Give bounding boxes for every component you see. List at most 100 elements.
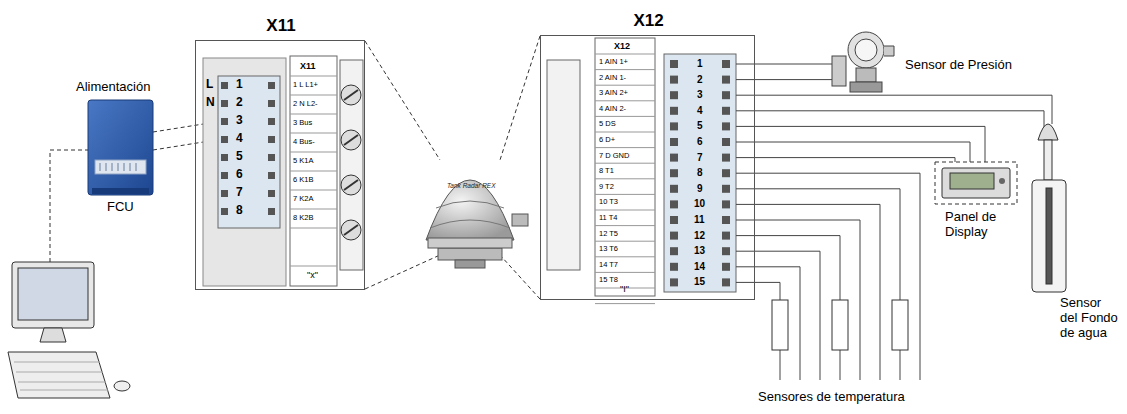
terminal-block-x11 (290, 56, 337, 286)
table-grid (595, 163, 655, 164)
pin-name: 14 T7 (599, 261, 618, 270)
pin-name: 9 T2 (599, 183, 614, 192)
computer-icon (12, 262, 94, 328)
terminal-block: X12 (540, 35, 755, 300)
signal-wire (736, 126, 985, 168)
pin-name: 5 DS (599, 120, 616, 129)
terminal-square (670, 232, 678, 240)
caption-label: Alimentación (76, 80, 150, 95)
display-panel (950, 173, 994, 189)
terminal-screw (341, 220, 361, 240)
terminal-screw (344, 180, 358, 190)
computer-icon (114, 381, 130, 391)
terminal-square (221, 172, 228, 179)
display-panel (942, 168, 1010, 198)
terminal-square (722, 60, 730, 68)
terminal-square (722, 200, 730, 208)
signal-wire (736, 64, 1052, 380)
block-title: X12 (633, 11, 663, 31)
terminal-square (722, 247, 730, 255)
terminal-square (722, 232, 730, 240)
computer-icon (18, 268, 88, 320)
pin-number: 15 (694, 276, 705, 288)
computer-icon (8, 262, 130, 398)
terminal-screw (341, 85, 573, 240)
caption-label: Sensor del Fondo de agua (1060, 296, 1122, 341)
terminal-square (221, 82, 228, 89)
terminal-square (722, 216, 730, 224)
pin-name: "x" (307, 270, 318, 280)
terminal-square (221, 136, 228, 143)
terminal-square (670, 91, 678, 99)
temperature-sensor (772, 300, 908, 350)
signal-wire (736, 95, 1052, 124)
terminal-square (221, 208, 228, 215)
table-grid (595, 116, 655, 117)
display-panel (935, 162, 1017, 204)
terminal-square (722, 107, 730, 115)
pin-name: 4 Bus- (293, 138, 315, 147)
terminal-screw (344, 225, 358, 235)
pin-name: 4 AIN 2- (599, 105, 626, 114)
terminal-square (670, 216, 678, 224)
table-grid (595, 132, 655, 133)
terminal-square (670, 107, 678, 115)
pin-name: 3 AIN 2+ (599, 89, 628, 98)
terminal-square (670, 76, 678, 84)
terminal-screw (341, 85, 361, 105)
terminal-square (670, 263, 678, 271)
pin-name: 11 T4 (599, 214, 618, 223)
computer-icon (14, 362, 108, 390)
fcu-unit (92, 188, 149, 194)
caption-label: Sensores de temperatura (758, 390, 905, 405)
pin-number: 13 (694, 245, 705, 257)
pin-name: 8 T1 (599, 167, 614, 176)
terminal-square (221, 82, 275, 215)
terminal-square (221, 190, 228, 197)
temperature-sensor (832, 300, 848, 350)
pin-name: 2 N L2- (293, 100, 318, 109)
pin-name: X11 (300, 61, 316, 71)
signal-wire (736, 79, 832, 80)
radar-gauge (428, 238, 512, 248)
pressure-sensor (856, 68, 876, 82)
fcu-unit (88, 100, 153, 195)
dashed-cable (365, 41, 440, 160)
pin-number: 3 (236, 114, 243, 128)
computer-icon (40, 328, 66, 342)
pin-number: 8 (236, 204, 243, 218)
pressure-sensor (832, 32, 894, 92)
pin-number: L (206, 78, 213, 92)
pin-number: 6 (697, 136, 703, 148)
terminal-square (268, 136, 275, 143)
terminal-square (221, 154, 228, 161)
terminal-block-x12 (595, 38, 655, 296)
pin-name: 6 K1B (293, 176, 313, 185)
terminal-block-x11 (203, 56, 363, 286)
pin-name: 7 K2A (293, 195, 313, 204)
terminal-square (268, 208, 275, 215)
display-panel (999, 178, 1005, 184)
terminal-square (670, 122, 678, 130)
pin-number: 2 (697, 74, 703, 86)
terminal-square (221, 118, 228, 125)
pin-name: "I" (620, 284, 629, 294)
pressure-sensor (832, 56, 846, 86)
water-sensor (1046, 188, 1052, 284)
pin-number: 14 (694, 261, 705, 273)
pin-number: 6 (236, 168, 243, 182)
table-grid (595, 147, 655, 148)
pin-number: 12 (694, 230, 705, 242)
pressure-sensor (848, 32, 884, 68)
table-grid (595, 225, 655, 226)
dashed-cable (50, 36, 540, 299)
terminal-square (268, 154, 275, 161)
dashed-cable (500, 255, 540, 299)
radar-gauge (438, 248, 502, 260)
caption-label: FCU (107, 200, 134, 215)
terminal-block-x12 (547, 60, 580, 270)
pin-name: 10 T3 (599, 198, 618, 207)
table-grid (595, 194, 655, 195)
pin-number: 9 (697, 183, 703, 195)
terminal-square (722, 278, 730, 286)
